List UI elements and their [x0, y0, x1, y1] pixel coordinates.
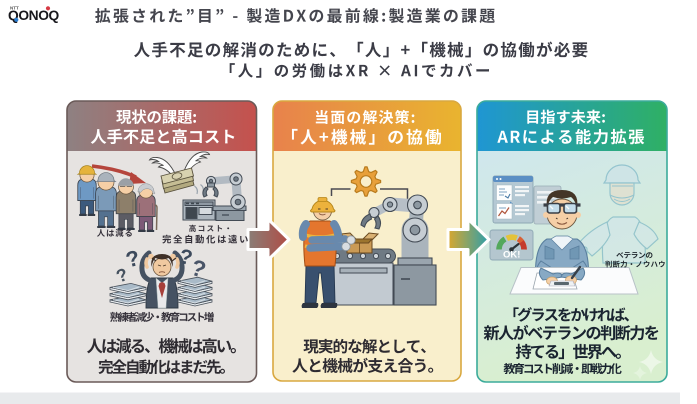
svg-text:?: ?	[123, 245, 142, 273]
svg-text:?: ?	[177, 245, 194, 270]
svg-text:QONOQ: QONOQ	[8, 8, 60, 23]
svg-text:OK!: OK!	[503, 250, 520, 261]
svg-text:NTT: NTT	[10, 6, 19, 11]
